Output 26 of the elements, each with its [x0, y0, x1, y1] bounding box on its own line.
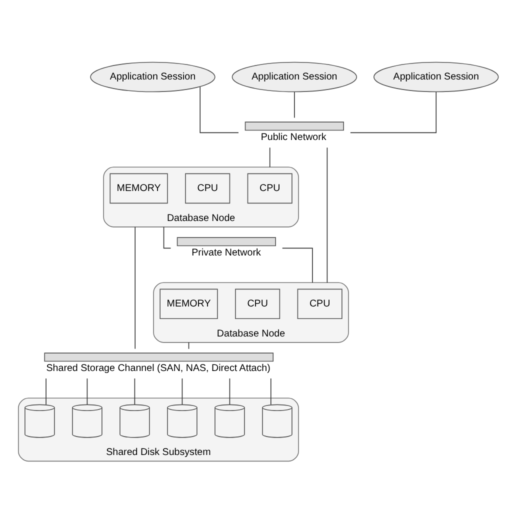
node-ellipse: Application Session [374, 62, 499, 92]
node-box: CPU [247, 173, 292, 204]
connector [326, 147, 328, 284]
connector [134, 226, 136, 350]
connector [86, 378, 88, 405]
connector [182, 378, 183, 405]
node-box: CPU [185, 173, 230, 204]
connector [270, 378, 272, 405]
node-ellipse: Application Session [232, 62, 358, 92]
node-box: MEMORY [110, 173, 168, 204]
node-label: Public Network [260, 132, 326, 143]
connector [134, 378, 136, 405]
connector [294, 92, 295, 118]
connector [163, 226, 172, 249]
connector [350, 92, 437, 134]
node-box: CPU [297, 288, 342, 320]
node-ellipse: Application Session [90, 62, 216, 92]
connector [229, 378, 230, 405]
node-label: Private Network [192, 247, 261, 258]
cluster: Shared Disk Subsystem [18, 398, 299, 462]
connector [200, 86, 239, 134]
node-label: Shared Storage Channel (SAN, NAS, Direct Attach) [46, 362, 270, 374]
connector [269, 147, 270, 168]
node-box: CPU [235, 288, 280, 320]
connector [282, 248, 313, 284]
node-box: MEMORY [160, 288, 218, 320]
